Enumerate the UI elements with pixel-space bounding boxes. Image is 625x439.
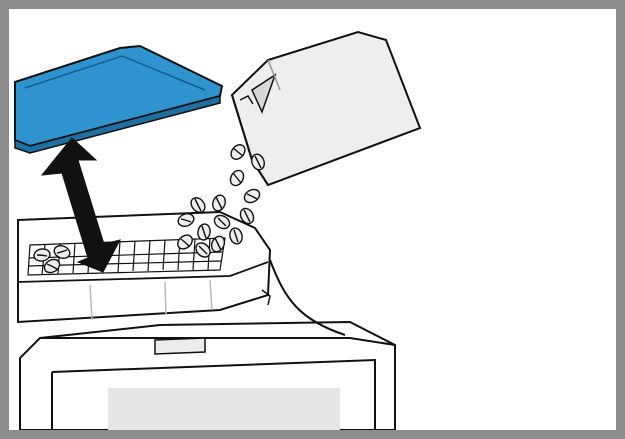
coffee-bean-icon xyxy=(228,168,246,188)
coffee-bean-icon xyxy=(228,142,247,162)
lid-icon xyxy=(15,46,222,153)
machine-display-panel xyxy=(108,388,340,430)
coffee-bean-refill-illustration xyxy=(9,9,616,430)
coffee-bean-icon xyxy=(211,193,228,212)
coffee-bean-icon xyxy=(242,187,262,205)
